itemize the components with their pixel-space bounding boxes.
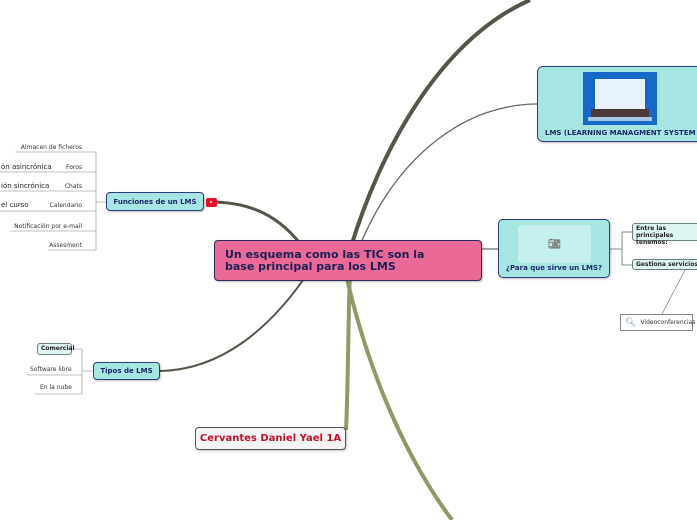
leaf-notificacion[interactable]: Notificación por e-mail	[14, 223, 82, 230]
leaf-foros[interactable]: Foros	[65, 164, 82, 171]
tipos-title: Tipos de LMS	[100, 367, 153, 375]
funciones-title: Funciones de un LMS	[113, 197, 197, 206]
videoconferencias-label: Videoconferencias	[640, 319, 696, 326]
youtube-icon[interactable]	[206, 198, 217, 207]
subtopic-gestiona[interactable]: Gestiona servicios d	[632, 259, 697, 270]
central-topic-title: Un esquema como las TIC son la base prin…	[225, 247, 425, 273]
search-icon: 🔍︎	[625, 317, 637, 328]
videoconferencias-node[interactable]: 🔍︎ Videoconferencias	[620, 314, 696, 331]
leaf-curso[interactable]: el curso	[1, 201, 29, 209]
tipos-node[interactable]: Tipos de LMS	[93, 362, 160, 380]
leaf-almacen[interactable]: Almacen de ficheros	[20, 144, 82, 151]
para-title: ¿Para que sirve un LMS?	[505, 264, 603, 272]
leaf-software-libre[interactable]: Software libre	[30, 366, 72, 373]
image-placeholder: 📷︎	[518, 225, 591, 263]
funciones-node[interactable]: Funciones de un LMS	[106, 192, 204, 211]
lms-illustration	[583, 72, 657, 125]
leaf-calendario[interactable]: Calendario	[49, 202, 82, 209]
subtopic-principales[interactable]: Entre las principales tenemos:	[632, 223, 697, 246]
lms-title: LMS (LEARNING MANAGMENT SYSTEM	[545, 129, 696, 137]
leaf-chats[interactable]: Chats	[64, 183, 82, 190]
leaf-assesment[interactable]: Assesment	[49, 242, 82, 249]
camera-icon: 📷︎	[548, 238, 561, 250]
central-topic[interactable]: Un esquema como las TIC son la base prin…	[214, 240, 482, 281]
leaf-sincronica[interactable]: ión sincrónica	[1, 182, 50, 190]
leaf-comercial[interactable]: Comercial	[37, 343, 75, 355]
author-name: Cervantes Daniel Yael 1A	[199, 433, 342, 444]
leaf-asincronica[interactable]: ón asincrónica	[1, 163, 52, 171]
lms-node[interactable]: LMS (LEARNING MANAGMENT SYSTEM	[537, 66, 697, 142]
para-node[interactable]: 📷︎ ¿Para que sirve un LMS?	[498, 219, 610, 278]
leaf-en-la-nube[interactable]: En la nube	[40, 384, 72, 391]
author-node[interactable]: Cervantes Daniel Yael 1A	[195, 427, 346, 450]
